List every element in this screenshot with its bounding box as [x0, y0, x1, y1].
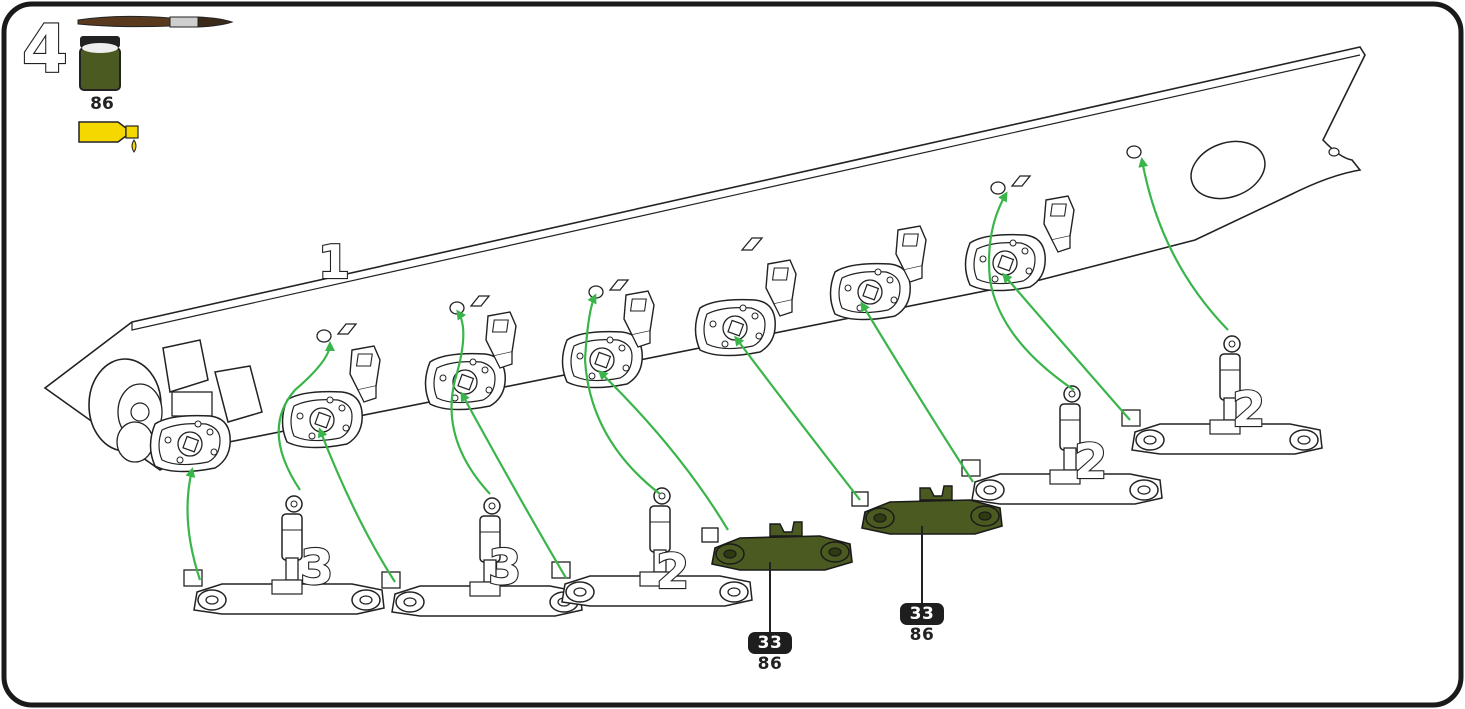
paint-code: 86	[757, 654, 783, 674]
mount-4	[561, 330, 643, 389]
step-number: 4	[22, 11, 68, 88]
part-callout-2: 33 86	[890, 603, 954, 645]
quantity-label-2: 3	[488, 540, 521, 596]
part-number-badge: 33	[899, 603, 945, 625]
small-hole-6	[1126, 145, 1142, 159]
quantity-label-1: 3	[300, 540, 333, 596]
paint-jar-icon	[79, 36, 121, 91]
paint-code-label: 86	[90, 94, 114, 114]
part-number-1: 1	[318, 235, 350, 289]
glue-tube-icon	[78, 121, 139, 153]
paint-code: 86	[909, 625, 935, 645]
quantity-label-4: 2	[1074, 434, 1107, 490]
mount-2	[281, 390, 363, 449]
mount-5	[694, 298, 776, 357]
quantity-label-5: 2	[1232, 382, 1265, 438]
mount-7	[964, 233, 1046, 292]
part-number-badge: 33	[747, 632, 793, 654]
mount-6	[829, 262, 911, 321]
brush-icon	[77, 15, 234, 28]
small-parts-4	[740, 237, 764, 251]
part-callout-1: 33 86	[738, 632, 802, 674]
idler-mount	[88, 339, 263, 463]
quantity-label-3: 2	[656, 544, 689, 600]
mount-1	[149, 414, 231, 473]
assembly-arrows	[185, 157, 1229, 583]
